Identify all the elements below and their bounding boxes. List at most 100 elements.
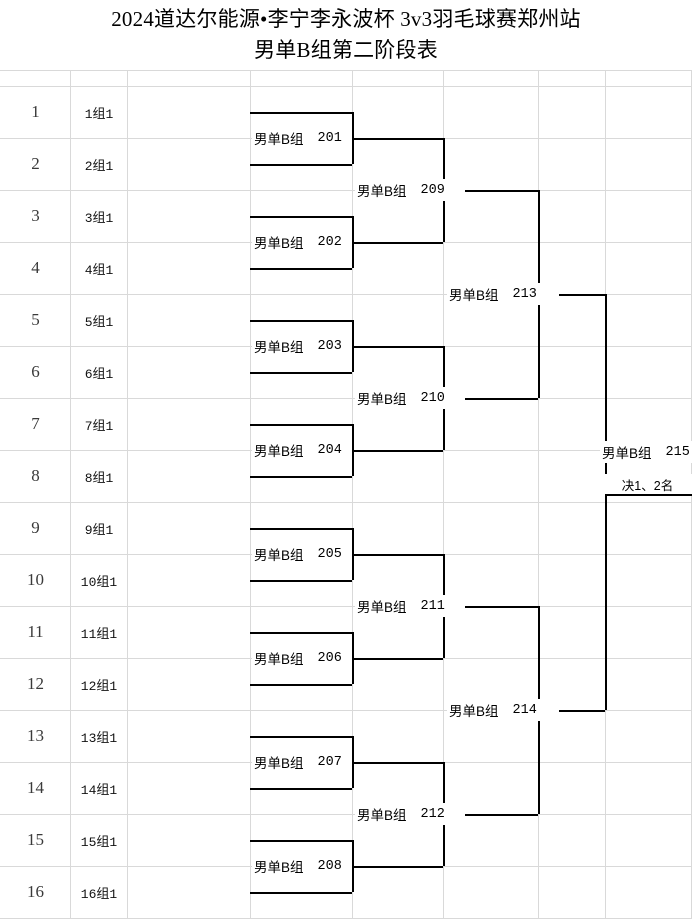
round1-box-top bbox=[250, 632, 352, 634]
grid-row-line bbox=[0, 814, 692, 815]
grid-row-line bbox=[0, 710, 692, 711]
seed-number: 5 bbox=[31, 310, 40, 329]
grid-row-line bbox=[0, 294, 692, 295]
seed-qualifier-label: 13组1 bbox=[80, 730, 118, 746]
seed-qualifier-label: 9组1 bbox=[84, 522, 114, 538]
seed-number: 10 bbox=[27, 570, 44, 589]
grid-column-line bbox=[538, 0, 539, 919]
round1-box-bottom bbox=[250, 684, 352, 686]
final-spine bbox=[605, 294, 607, 710]
match-round1: 男单B组 204 bbox=[252, 439, 352, 461]
match-number: 208 bbox=[317, 858, 342, 874]
match-round2: 男单B组 210 bbox=[355, 387, 465, 409]
match-round2: 男单B组 209 bbox=[355, 179, 465, 201]
seed-qualifier-label: 4组1 bbox=[84, 262, 114, 278]
seed-number: 8 bbox=[31, 466, 40, 485]
round2-feed-bottom bbox=[352, 866, 443, 868]
seed-qualifier-label: 14组1 bbox=[80, 782, 118, 798]
seed-number: 1 bbox=[31, 102, 40, 121]
match-round1: 男单B组 208 bbox=[252, 855, 352, 877]
match-number: 207 bbox=[317, 754, 342, 770]
match-number: 204 bbox=[317, 442, 342, 458]
grid-row-line bbox=[0, 606, 692, 607]
match-number: 202 bbox=[317, 234, 342, 250]
round1-box-bottom bbox=[250, 372, 352, 374]
grid-row-line bbox=[0, 190, 692, 191]
seed-qualifier-label: 16组1 bbox=[80, 886, 118, 902]
seed-qualifier-label: 8组1 bbox=[84, 470, 114, 486]
match-number: 209 bbox=[420, 182, 445, 198]
match-group-label: 男单B组 bbox=[254, 236, 304, 251]
match-group-label: 男单B组 bbox=[357, 600, 407, 615]
grid-column-line bbox=[127, 0, 128, 919]
round1-box-top bbox=[250, 320, 352, 322]
seed-number: 12 bbox=[27, 674, 44, 693]
seed-number: 7 bbox=[31, 414, 40, 433]
match-group-label: 男单B组 bbox=[254, 860, 304, 875]
round1-box-top bbox=[250, 528, 352, 530]
round2-feed-top bbox=[352, 346, 443, 348]
seed-number: 3 bbox=[31, 206, 40, 225]
match-number: 205 bbox=[317, 546, 342, 562]
round3-feed-top bbox=[443, 190, 538, 192]
page-title: 2024道达尔能源•李宁李永波杯 3v3羽毛球赛郑州站 男单B组第二阶段表 bbox=[0, 0, 692, 70]
round1-box-top bbox=[250, 424, 352, 426]
match-group-label: 男单B组 bbox=[254, 756, 304, 771]
round3-feed-bottom bbox=[443, 814, 538, 816]
round2-feed-top bbox=[352, 554, 443, 556]
seed-qualifier-label: 7组1 bbox=[84, 418, 114, 434]
round1-box-top bbox=[250, 736, 352, 738]
seed-number: 2 bbox=[31, 154, 40, 173]
seed-qualifier-label: 15组1 bbox=[80, 834, 118, 850]
match-round1: 男单B组 203 bbox=[252, 335, 352, 357]
match-group-label: 男单B组 bbox=[357, 184, 407, 199]
round1-box-bottom bbox=[250, 476, 352, 478]
seed-number: 9 bbox=[31, 518, 40, 537]
seed-qualifier-label: 12组1 bbox=[80, 678, 118, 694]
round1-box-bottom bbox=[250, 788, 352, 790]
round1-box-top bbox=[250, 840, 352, 842]
match-number: 210 bbox=[420, 390, 445, 406]
match-round1: 男单B组 202 bbox=[252, 231, 352, 253]
round1-box-bottom bbox=[250, 268, 352, 270]
match-round3: 男单B组 214 bbox=[447, 699, 559, 721]
seed-number: 14 bbox=[27, 778, 44, 797]
match-group-label: 男单B组 bbox=[602, 446, 652, 461]
round2-feed-bottom bbox=[352, 242, 443, 244]
grid-row-line bbox=[0, 398, 692, 399]
seed-qualifier-label: 11组1 bbox=[80, 626, 118, 642]
round2-feed-top bbox=[352, 138, 443, 140]
seed-qualifier-label: 2组1 bbox=[84, 158, 114, 174]
final-placement-note: 决1、2名 bbox=[603, 474, 692, 494]
match-group-label: 男单B组 bbox=[357, 808, 407, 823]
final-feed-top bbox=[538, 294, 605, 296]
round3-feed-bottom bbox=[443, 398, 538, 400]
match-number: 203 bbox=[317, 338, 342, 354]
round1-box-top bbox=[250, 112, 352, 114]
match-round1: 男单B组 207 bbox=[252, 751, 352, 773]
match-group-label: 男单B组 bbox=[254, 340, 304, 355]
final-feed-bottom bbox=[538, 710, 605, 712]
round2-feed-top bbox=[352, 762, 443, 764]
match-round2: 男单B组 212 bbox=[355, 803, 465, 825]
match-group-label: 男单B组 bbox=[357, 392, 407, 407]
final-winner-line bbox=[605, 494, 692, 496]
grid-row-line bbox=[0, 502, 692, 503]
seed-qualifier-label: 10组1 bbox=[80, 574, 118, 590]
seed-number: 16 bbox=[27, 882, 44, 901]
grid-column-line bbox=[443, 0, 444, 919]
match-number: 212 bbox=[420, 806, 445, 822]
match-group-label: 男单B组 bbox=[449, 704, 499, 719]
seed-number: 11 bbox=[27, 622, 44, 641]
match-final: 男单B组 215 bbox=[600, 441, 692, 463]
match-number: 215 bbox=[665, 444, 690, 460]
match-group-label: 男单B组 bbox=[254, 444, 304, 459]
title-line-1: 2024道达尔能源•李宁李永波杯 3v3羽毛球赛郑州站 bbox=[111, 7, 581, 31]
match-group-label: 男单B组 bbox=[254, 548, 304, 563]
seed-qualifier-label: 3组1 bbox=[84, 210, 114, 226]
match-number: 214 bbox=[512, 702, 537, 718]
